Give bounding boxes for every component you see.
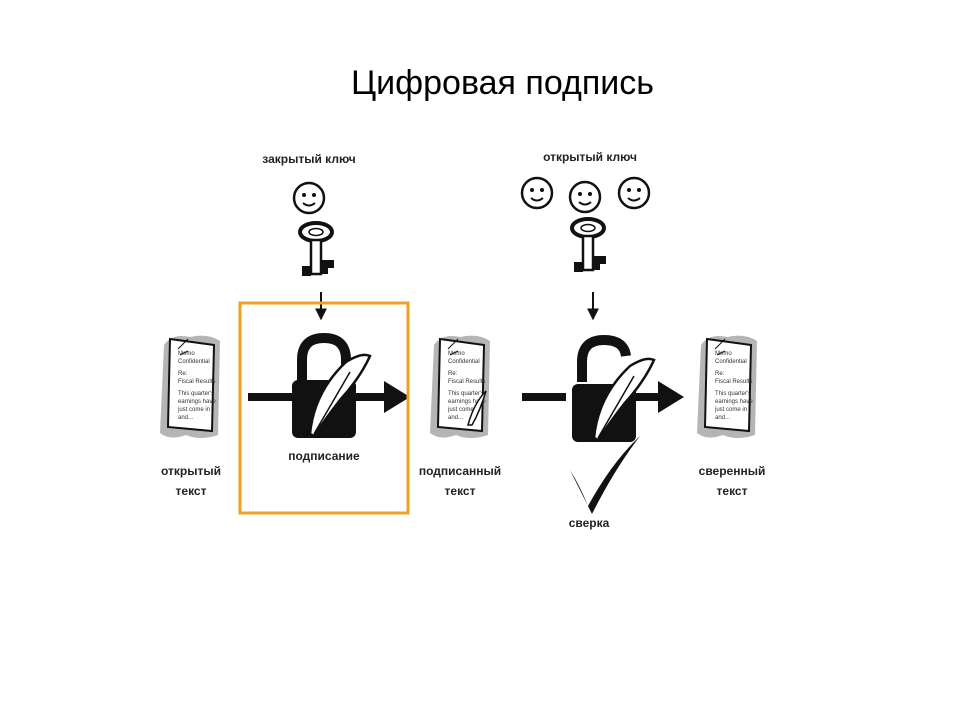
svg-text:Re:: Re: [715, 371, 725, 377]
svg-text:Re:: Re: [448, 371, 458, 377]
verification-lock-icon [572, 340, 654, 442]
svg-text:just come in: just come in [714, 407, 747, 413]
verified-text-label-line2: текст [717, 484, 748, 498]
svg-text:and...: and... [178, 415, 193, 421]
signing-label: подписание [288, 449, 360, 463]
svg-text:just come in: just come in [447, 407, 480, 413]
private-key-label: закрытый ключ [262, 152, 355, 166]
svg-text:This quarter's: This quarter's [178, 391, 214, 397]
svg-text:Fiscal Results: Fiscal Results [715, 379, 752, 385]
svg-text:and...: and... [715, 415, 730, 421]
svg-text:Memo: Memo [178, 351, 195, 357]
svg-text:This quarter's: This quarter's [448, 391, 484, 397]
svg-text:and...: and... [448, 415, 463, 421]
plaintext-label-line1: открытый [161, 464, 221, 478]
svg-text:Confidential: Confidential [178, 359, 210, 365]
public-key-icon [570, 217, 608, 274]
svg-text:Memo: Memo [448, 351, 465, 357]
plaintext-document-icon: Memo Confidential Re: Fiscal Results Thi… [159, 334, 221, 439]
verification-label: сверка [569, 516, 610, 530]
owner-face-icon [292, 181, 326, 215]
svg-text:Confidential: Confidential [715, 359, 747, 365]
svg-text:earnings have: earnings have [448, 399, 486, 405]
svg-text:Re:: Re: [178, 371, 188, 377]
public-key-label: открытый ключ [543, 150, 637, 164]
svg-text:earnings have: earnings have [715, 399, 753, 405]
signing-lock-icon [292, 338, 370, 438]
slide-title: Цифровая подпись [351, 64, 654, 102]
private-key-icon [298, 221, 336, 278]
verified-text-label-line1: сверенный [699, 464, 766, 478]
flow-arrows [248, 381, 684, 413]
plaintext-label-line2: текст [176, 484, 207, 498]
svg-text:Memo: Memo [715, 351, 732, 357]
recipient-faces [520, 176, 651, 214]
svg-text:Confidential: Confidential [448, 359, 480, 365]
svg-text:Fiscal Results: Fiscal Results [448, 379, 485, 385]
svg-text:earnings have: earnings have [178, 399, 216, 405]
svg-text:just come in: just come in [177, 407, 210, 413]
signed-document-icon: Memo Confidential Re: Fiscal Results Thi… [429, 334, 491, 439]
signed-text-label-line2: текст [445, 484, 476, 498]
svg-text:Fiscal Results: Fiscal Results [178, 379, 215, 385]
verified-document-icon: Memo Confidential Re: Fiscal Results Thi… [696, 334, 758, 439]
signing-highlight-box [238, 301, 410, 515]
svg-text:This quarter's: This quarter's [715, 391, 751, 397]
signed-text-label-line1: подписанный [419, 464, 501, 478]
checkmark-icon [570, 436, 640, 514]
